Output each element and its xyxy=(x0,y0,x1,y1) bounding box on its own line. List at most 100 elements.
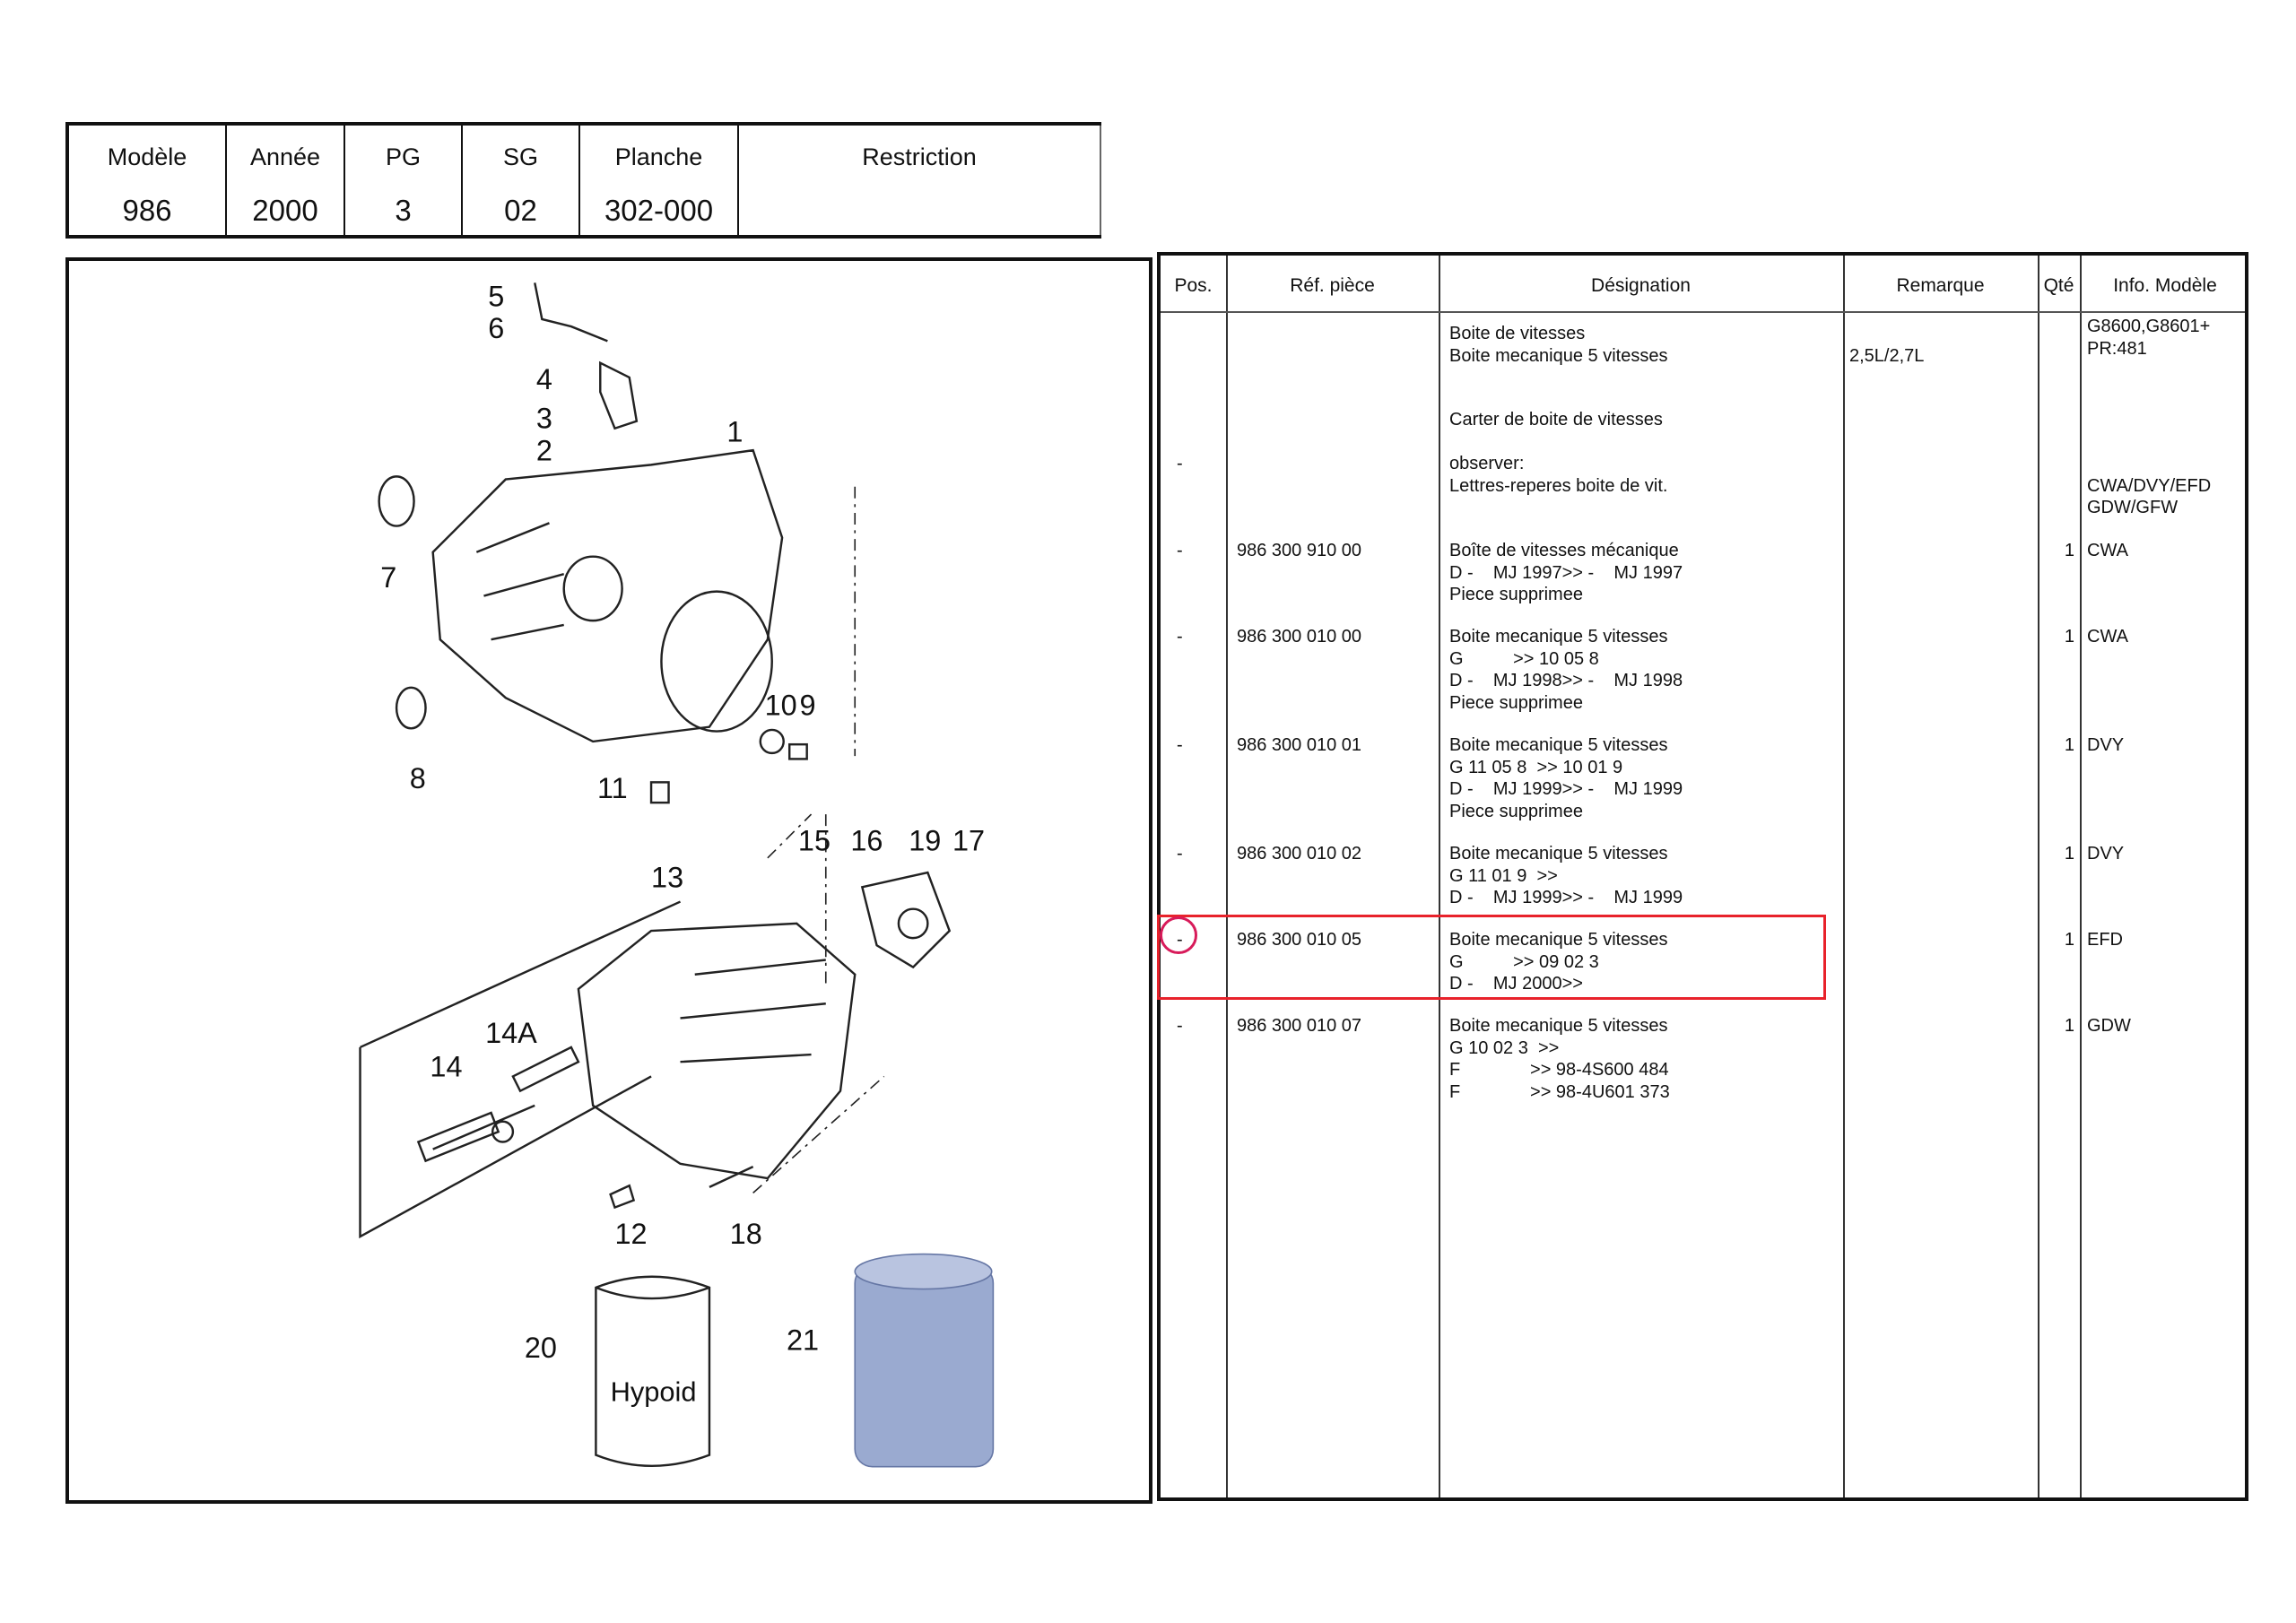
callout-1: 1 xyxy=(726,415,743,447)
header-value: 986 xyxy=(122,194,172,227)
header-value: 3 xyxy=(395,194,412,227)
header-model: Modèle 986 xyxy=(69,126,227,235)
header-restriction: Restriction xyxy=(739,126,1101,235)
callout-9: 9 xyxy=(800,690,816,722)
hand-drawn-circle-mark xyxy=(1160,916,1197,954)
cell-qty: 1 xyxy=(2064,735,2074,755)
cell-ref: 986 300 910 00 xyxy=(1237,541,1362,560)
callout-14: 14 xyxy=(430,1050,462,1082)
designation-line: F >> 98-4U601 373 xyxy=(1449,1081,1670,1102)
designation-line: G 11 05 8 >> 10 01 9 xyxy=(1449,757,1623,777)
callout-7: 7 xyxy=(380,561,396,594)
designation-line: G 10 02 3 >> xyxy=(1449,1037,1560,1058)
highlighted-row-box xyxy=(1157,915,1826,1000)
callout-3: 3 xyxy=(536,403,552,435)
cell-ref: 986 300 010 01 xyxy=(1237,735,1362,755)
designation-line: D - MJ 1999>> - MJ 1999 xyxy=(1449,779,1683,799)
callout-6: 6 xyxy=(488,312,504,344)
gearbox-housing-drawing xyxy=(431,448,784,743)
designation-line: D - MJ 1997>> - MJ 1997 xyxy=(1449,562,1683,583)
cell-qty: 1 xyxy=(2064,930,2074,950)
cell-model-info: GDW xyxy=(2087,1015,2131,1037)
header-label: Année xyxy=(249,143,321,170)
designation-line: observer: xyxy=(1449,454,1525,473)
designation-line: Boite mecanique 5 vitesses xyxy=(1449,844,1668,864)
cell-ref: 986 300 010 02 xyxy=(1237,844,1362,864)
callout-12: 12 xyxy=(614,1218,647,1250)
model-info-line: GDW xyxy=(2087,1016,2131,1036)
model-info-line: CWA xyxy=(2087,541,2128,560)
column-header-remark: Remarque xyxy=(1896,275,1985,296)
gearbox-case-drawing xyxy=(577,922,857,1180)
callout-5: 5 xyxy=(488,280,504,312)
designation-line: Boite mecanique 5 vitesses xyxy=(1449,735,1668,755)
model-info-line: DVY xyxy=(2087,735,2125,755)
model-info-line: G8600,G8601+ xyxy=(2087,317,2211,336)
callout-8: 8 xyxy=(410,762,426,794)
designation-line: Boîte de vitesses mécanique xyxy=(1449,541,1679,560)
designation-line: Carter de boite de vitesses xyxy=(1449,410,1663,430)
cell-qty: 1 xyxy=(2064,844,2074,864)
cell-pos: - xyxy=(1177,1016,1183,1036)
header-value: 302-000 xyxy=(604,194,714,227)
cell-model-info: CWA xyxy=(2087,540,2128,562)
column-header-pos: Pos. xyxy=(1174,275,1213,296)
cell-designation: observer: Lettres-reperes boite de vit. xyxy=(1449,453,1667,497)
cell-pos: - xyxy=(1177,844,1183,864)
model-info-line xyxy=(2087,453,2211,475)
callout-16: 16 xyxy=(850,825,883,857)
callout-11: 11 xyxy=(597,772,628,804)
designation-line: G >> 10 05 8 xyxy=(1449,648,1599,669)
exploded-diagram-panel: 5 6 4 3 2 1 7 8 10 9 11 13 15 16 19 17 1… xyxy=(65,257,1152,1504)
cell-pos: - xyxy=(1177,454,1183,473)
callout-17: 17 xyxy=(952,825,985,857)
model-info-line: EFD xyxy=(2087,930,2123,950)
cell-ref: 986 300 010 07 xyxy=(1237,1016,1362,1036)
cell-model-info: DVY xyxy=(2087,734,2124,757)
hypoid-drum-drawing xyxy=(595,1275,711,1468)
model-info-line: CWA/DVY/EFD xyxy=(2087,475,2212,496)
header-label: PG xyxy=(385,143,421,170)
cell-model-info: CWA xyxy=(2087,626,2128,648)
cell-ref: 986 300 010 05 xyxy=(1237,930,1362,950)
designation-line: Boite mecanique 5 vitesses xyxy=(1449,345,1668,366)
callout-13: 13 xyxy=(651,861,683,893)
cell-designation: Carter de boite de vitesses xyxy=(1449,409,1663,431)
header-label: Modèle xyxy=(107,143,187,170)
header-label: Planche xyxy=(614,143,703,170)
callout-21: 21 xyxy=(787,1324,819,1357)
cell-designation: Boîte de vitesses mécanique D - MJ 1997>>… xyxy=(1449,540,1683,606)
callout-2: 2 xyxy=(536,434,552,466)
cell-pos: - xyxy=(1177,735,1183,755)
designation-line: D - MJ 1999>> - MJ 1999 xyxy=(1449,888,1683,907)
drum-label-hypoid: Hypoid xyxy=(611,1376,697,1408)
model-info-line: CWA xyxy=(2087,627,2128,647)
cell-model-info: G8600,G8601+PR:481 xyxy=(2087,316,2210,360)
header-plate: Planche 302-000 xyxy=(580,126,739,235)
callout-10: 10 xyxy=(765,690,797,722)
callout-20: 20 xyxy=(525,1332,557,1364)
designation-line: F >> 98-4S600 484 xyxy=(1449,1060,1669,1080)
cell-pos: - xyxy=(1177,541,1183,560)
designation-line: Boite de vitesses xyxy=(1449,324,1586,343)
designation-line: Piece supprimee xyxy=(1449,585,1583,604)
designation-line: G 11 01 9 >> xyxy=(1449,865,1558,886)
callout-4: 4 xyxy=(536,363,552,395)
model-info-line: DVY xyxy=(2087,844,2125,864)
cell-qty: 1 xyxy=(2064,541,2074,560)
cell-model-info: EFD xyxy=(2087,929,2123,951)
gearbox-exploded-diagram: 5 6 4 3 2 1 7 8 10 9 11 13 15 16 19 17 1… xyxy=(359,280,995,1468)
cell-model-info: DVY xyxy=(2087,843,2124,865)
cell-pos: - xyxy=(1177,627,1183,647)
header-label: SG xyxy=(502,143,538,170)
designation-line: Lettres-reperes boite de vit. xyxy=(1449,475,1668,496)
